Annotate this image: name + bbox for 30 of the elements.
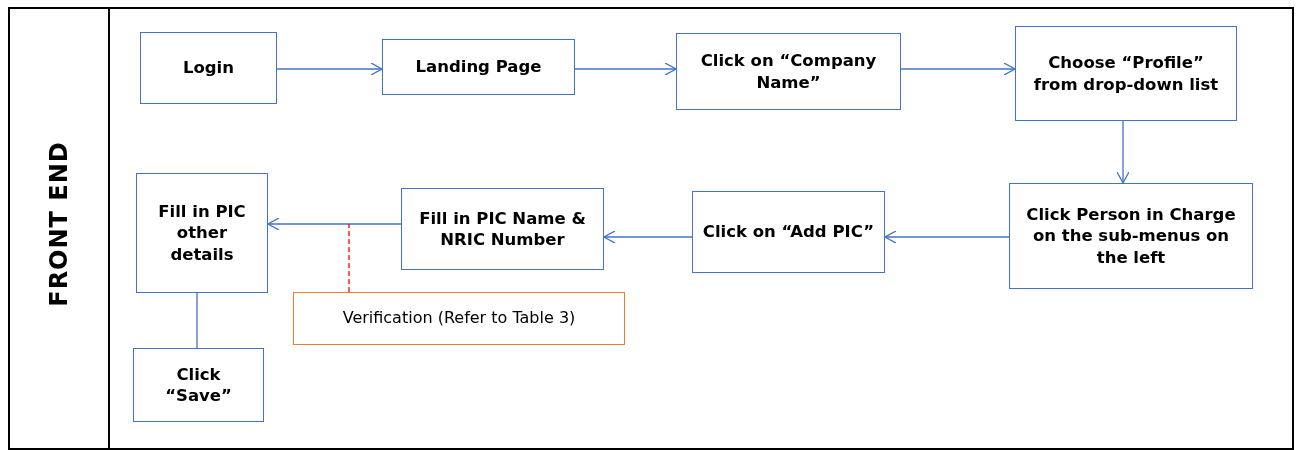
swimlane-frame bbox=[8, 7, 1294, 450]
step-text: Login bbox=[182, 57, 235, 79]
arrow bbox=[574, 62, 677, 76]
process-box bbox=[382, 39, 575, 95]
process-box bbox=[1009, 183, 1253, 289]
process-box bbox=[136, 173, 268, 293]
process-box bbox=[133, 348, 264, 422]
arrow bbox=[603, 230, 693, 244]
process-box bbox=[676, 33, 901, 110]
arrow bbox=[884, 230, 1010, 244]
step-text: Click on “Add PIC” bbox=[702, 221, 875, 243]
step-text: Fill in PIC other details bbox=[157, 200, 247, 266]
arrow bbox=[276, 62, 383, 76]
arrow bbox=[900, 62, 1016, 76]
arrow bbox=[267, 217, 402, 231]
process-box bbox=[692, 191, 885, 273]
step-text: Click “Save” bbox=[164, 363, 233, 407]
step-text: Click on “Company Name” bbox=[699, 50, 878, 93]
process-box bbox=[1015, 26, 1237, 121]
step-text: Choose “Profile” from drop-down list bbox=[1032, 52, 1220, 95]
step-text: Fill in PIC Name & NRIC Number bbox=[418, 207, 587, 251]
lane-label: FRONT END bbox=[45, 140, 73, 307]
note-box bbox=[293, 292, 625, 345]
dashed-connector bbox=[348, 223, 350, 293]
process-box bbox=[401, 188, 604, 270]
step-text: Landing Page bbox=[415, 56, 542, 78]
arrow bbox=[1116, 120, 1130, 184]
note-text: Verification (Refer to Table 3) bbox=[342, 308, 576, 329]
step-text: Click Person in Charge on the sub-menus on the left bbox=[1025, 203, 1237, 269]
process-box bbox=[140, 32, 277, 104]
